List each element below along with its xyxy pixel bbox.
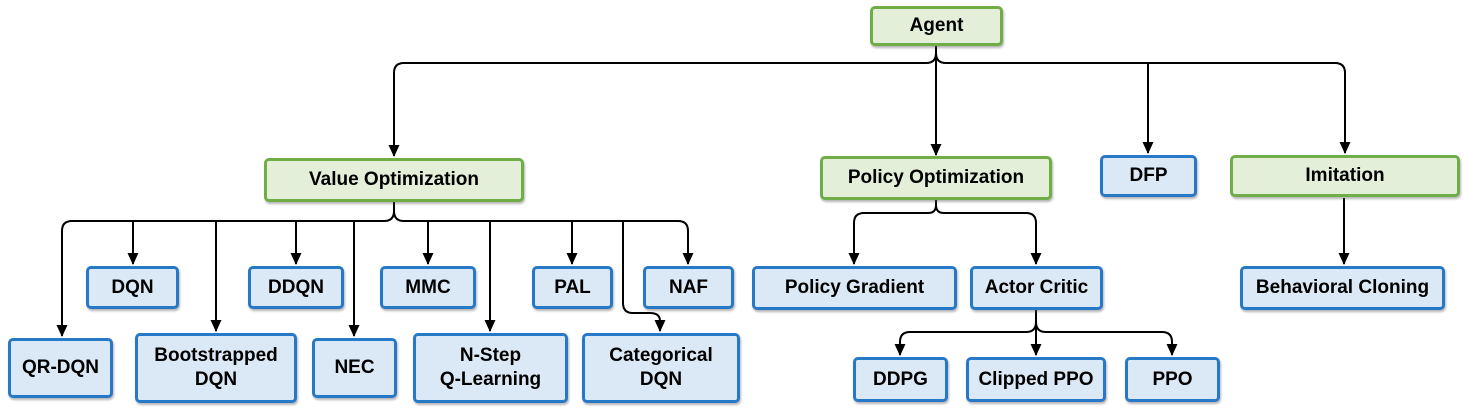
node-policy-gradient: Policy Gradient (752, 266, 957, 310)
node-imitation: Imitation (1230, 155, 1460, 197)
edge-vo-qr-dqn (56, 202, 395, 337)
node-ddpg: DDPG (853, 357, 948, 402)
node-dqn: DQN (86, 266, 179, 309)
node-ppo: PPO (1125, 357, 1220, 402)
node-actor-critic: Actor Critic (970, 266, 1103, 310)
node-policy-optimization: Policy Optimization (820, 156, 1052, 200)
edge-agent-value-optimization (388, 46, 937, 157)
edge-po-actor-critic (935, 200, 1042, 265)
node-clipped-ppo: Clipped PPO (966, 357, 1106, 402)
node-categorical-dqn: Categorical DQN (582, 333, 740, 403)
node-ddqn: DDQN (248, 266, 344, 309)
edge-ac-ddpg (894, 310, 1037, 356)
edge-agent-imitation (935, 46, 1351, 154)
node-naf: NAF (643, 266, 734, 309)
node-mmc: MMC (380, 266, 476, 309)
node-qr-dqn: QR-DQN (8, 338, 113, 398)
node-nec: NEC (312, 338, 397, 398)
node-bootstrapped-dqn: Bootstrapped DQN (135, 333, 297, 403)
node-value-optimization: Value Optimization (264, 158, 524, 202)
node-pal: PAL (532, 266, 613, 309)
node-dfp: DFP (1100, 155, 1197, 197)
node-behavioral-cloning: Behavioral Cloning (1240, 266, 1445, 310)
edge-vo-categorical-dqn (622, 221, 666, 332)
edge-ac-ppo (1035, 310, 1178, 356)
node-agent: Agent (870, 6, 1003, 46)
edge-po-policy-gradient (848, 200, 937, 265)
node-n-step-q-learning: N-Step Q-Learning (413, 333, 568, 403)
edge-vo-naf (393, 202, 694, 265)
